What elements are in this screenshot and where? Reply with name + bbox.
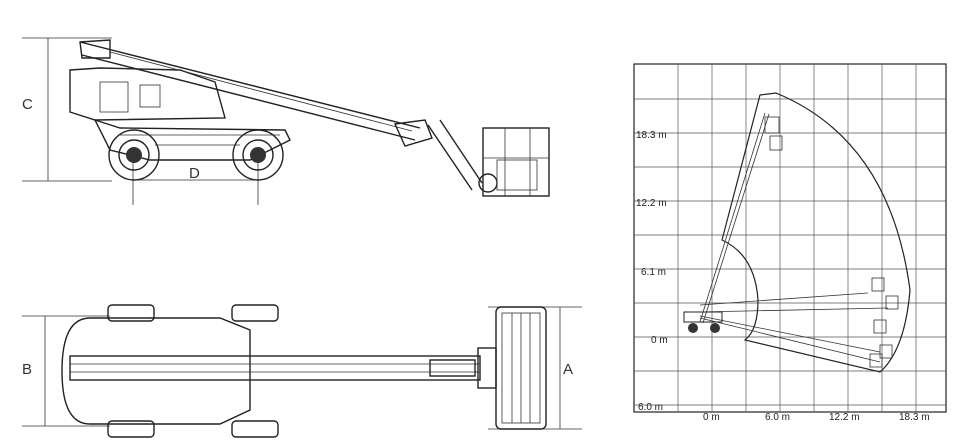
tire-rear-right [231,420,279,438]
working-envelope-chart: 18.3 m 12.2 m 6.1 m 0 m 6.0 m 0 m 6.0 m … [633,63,947,423]
envelope-grid [634,64,946,412]
reach-envelope-outline [721,92,911,373]
chassis-body [69,67,226,121]
top-view: B A [22,304,582,438]
dimension-b-label: B [22,361,32,378]
envelope-platforms [764,116,899,368]
x-label-0: 0 m [703,412,720,423]
boom-top [69,355,481,381]
y-label-12-2: 12.2 m [636,198,667,209]
tire-rear-left [231,304,279,322]
side-view: C D [22,37,550,205]
y-label-18-3: 18.3 m [636,130,667,141]
y-label-6-0: 6.0 m [638,402,663,413]
envelope-chassis [683,311,723,333]
dimension-d: D [132,160,259,205]
tire-front-left [107,304,155,322]
telescopic-boom [79,39,433,147]
front-wheel [108,129,160,181]
dimension-d-label: D [189,165,200,182]
dimension-a-label: A [563,361,573,378]
platform-basket [482,127,550,197]
dimension-c-label: C [22,96,33,113]
x-label-12-2: 12.2 m [829,412,860,423]
dimension-b: B [22,315,110,427]
y-label-0: 0 m [651,335,668,346]
x-label-6-0: 6.0 m [765,412,790,423]
platform-top [477,306,547,430]
envelope-boom-positions [699,112,889,363]
x-label-18-3: 18.3 m [899,412,930,423]
dimension-c: C [22,37,112,182]
jib-arm [427,119,498,193]
chassis-top [61,317,251,425]
y-label-6-1: 6.1 m [641,267,666,278]
tire-front-right [107,420,155,438]
rear-wheel [232,129,284,181]
